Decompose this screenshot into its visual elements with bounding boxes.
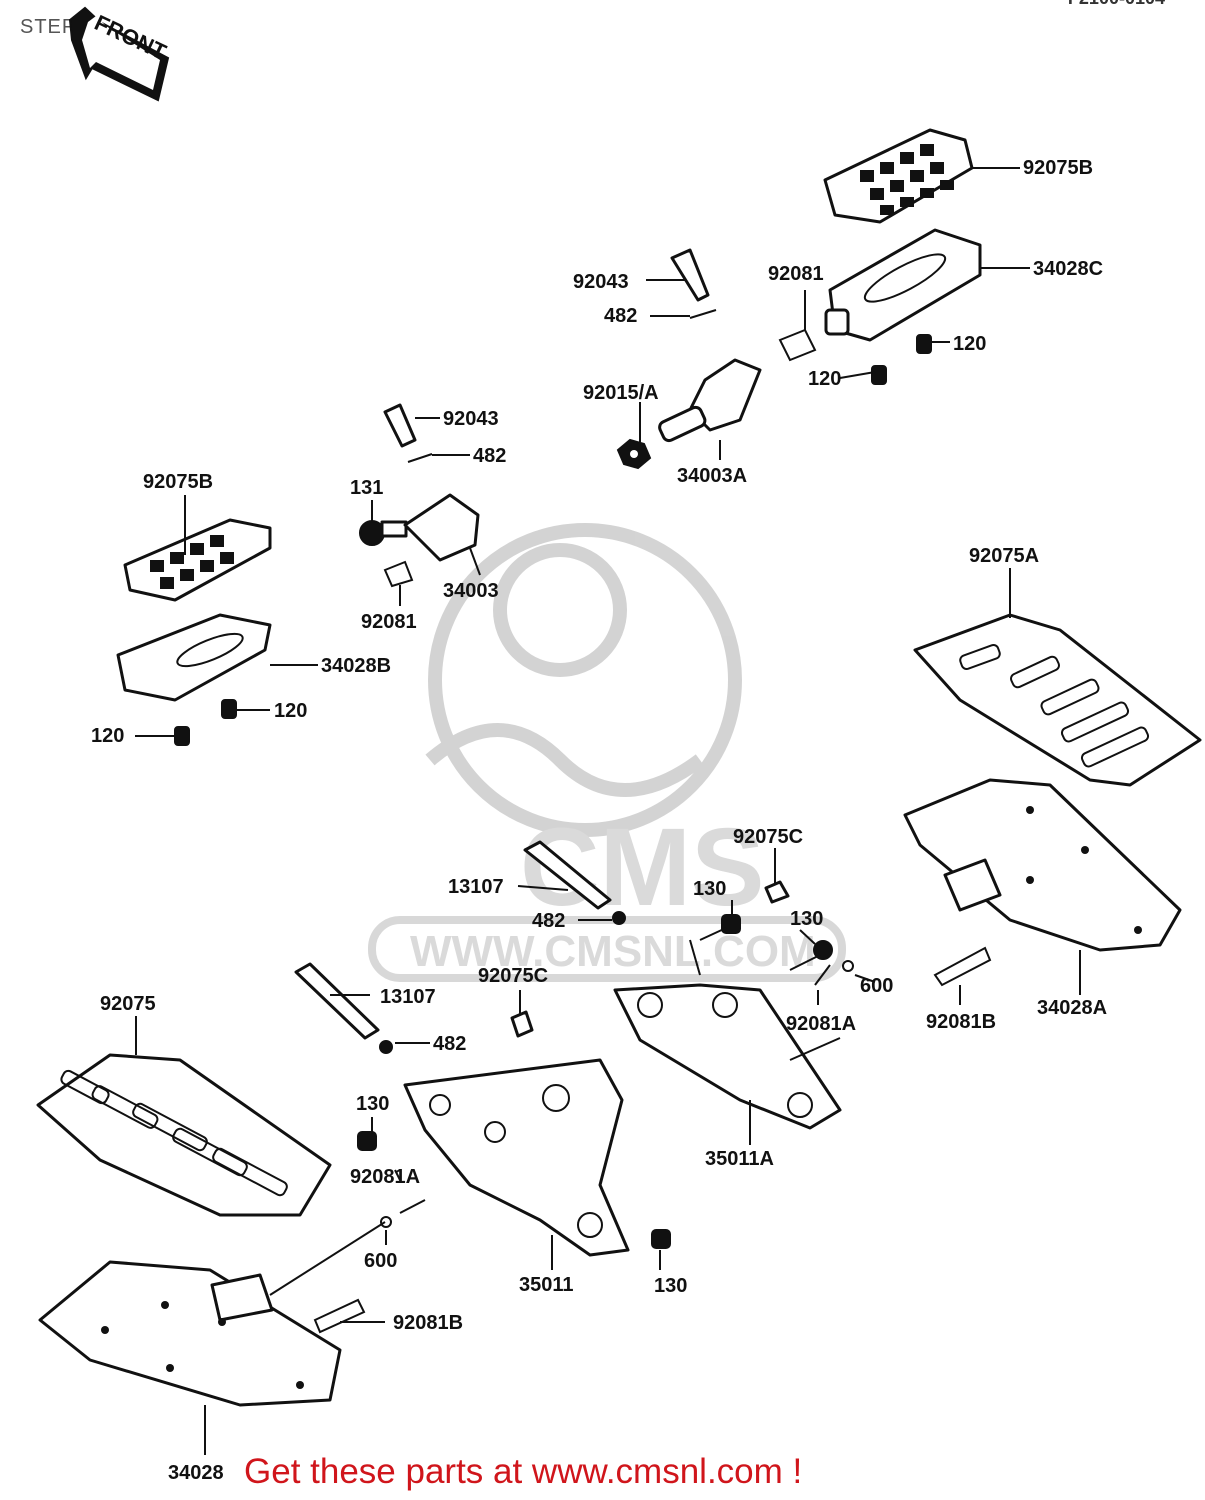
label-482-right: 482 bbox=[532, 910, 565, 932]
label-34028C: 34028C bbox=[1033, 258, 1103, 280]
label-120-r2: 120 bbox=[808, 368, 841, 390]
label-482-mid: 482 bbox=[473, 445, 506, 467]
spring-92081B-right bbox=[933, 946, 992, 987]
washer-600-right bbox=[842, 960, 854, 972]
cap-92075C-right bbox=[764, 880, 790, 904]
bolt-120-top-a bbox=[916, 334, 932, 354]
washer-600-left bbox=[380, 1216, 392, 1228]
label-92081B-left: 92081B bbox=[393, 1312, 463, 1334]
label-34028: 34028 bbox=[168, 1462, 224, 1484]
bolt-120-left-b bbox=[174, 726, 190, 746]
label-34028A: 34028A bbox=[1037, 997, 1107, 1019]
label-92075C-left: 92075C bbox=[478, 965, 548, 987]
leader-lines bbox=[135, 167, 1081, 1455]
spring-92081-left bbox=[383, 560, 414, 588]
bracket-35011 bbox=[403, 1058, 630, 1257]
pin-92043-top bbox=[670, 248, 710, 302]
footer-promo-text: Get these parts at www.cmsnl.com ! bbox=[244, 1452, 803, 1491]
nut-92015A bbox=[616, 438, 652, 470]
label-130-r2: 130 bbox=[790, 908, 823, 930]
pin-13107-left bbox=[294, 962, 380, 1040]
watermark: CMS WWW.CMSNL.COM bbox=[368, 523, 846, 982]
label-120-r1: 120 bbox=[953, 333, 986, 355]
pin-92043-mid bbox=[383, 403, 417, 448]
label-482-top: 482 bbox=[604, 305, 637, 327]
cap-92075C-left bbox=[510, 1010, 534, 1038]
bolt-130-r2 bbox=[789, 940, 833, 971]
pin-13107-right bbox=[523, 840, 612, 910]
spring-92081A-right bbox=[814, 964, 831, 986]
label-92075B-left: 92075B bbox=[143, 471, 213, 493]
label-92075B-top: 92075B bbox=[1023, 157, 1093, 179]
label-34003: 34003 bbox=[443, 580, 499, 602]
cotter-482-top bbox=[689, 309, 717, 319]
label-13107-left: 13107 bbox=[380, 986, 436, 1008]
bolt-130-l1 bbox=[357, 1131, 377, 1151]
floorboard-rubber-92075 bbox=[36, 1053, 332, 1217]
page-title: STEP bbox=[20, 16, 77, 38]
label-92015A: 92015/A bbox=[583, 382, 659, 404]
footpeg-rubber-92075B-left bbox=[123, 518, 272, 602]
label-35011: 35011 bbox=[519, 1274, 574, 1296]
floorboard-rubber-92075A bbox=[913, 613, 1202, 787]
bolt-120-left-a bbox=[221, 699, 237, 719]
cotter-482-right bbox=[612, 911, 626, 925]
label-92043-top: 92043 bbox=[573, 271, 629, 293]
watermark-url: WWW.CMSNL.COM bbox=[410, 927, 816, 976]
bolt-131 bbox=[359, 520, 408, 546]
label-92081-top: 92081 bbox=[768, 263, 824, 285]
label-130-r1: 130 bbox=[693, 878, 726, 900]
label-92075C-right: 92075C bbox=[733, 826, 803, 848]
bracket-34003 bbox=[403, 493, 480, 562]
bolt-120-top-b bbox=[871, 365, 887, 385]
label-34003A: 34003A bbox=[677, 465, 747, 487]
spring-92081A-left bbox=[399, 1199, 426, 1214]
footpeg-bracket-34028B bbox=[116, 613, 272, 702]
front-arrow-icon: FRONT bbox=[68, 6, 170, 102]
label-13107-right: 13107 bbox=[448, 876, 504, 898]
label-482-left: 482 bbox=[433, 1033, 466, 1055]
label-92075A: 92075A bbox=[969, 545, 1039, 567]
floorboard-34028 bbox=[38, 1260, 342, 1407]
spring-92081B-left bbox=[313, 1298, 366, 1334]
label-92075: 92075 bbox=[100, 993, 156, 1015]
spring-92081-top bbox=[778, 328, 817, 362]
diagram-ref-code: F2100-0104 bbox=[1068, 0, 1165, 9]
label-130-l2: 130 bbox=[654, 1275, 687, 1297]
label-34028B: 34028B bbox=[321, 655, 391, 677]
cotter-482-left bbox=[379, 1040, 393, 1054]
label-92043-mid: 92043 bbox=[443, 408, 499, 430]
label-92081-left: 92081 bbox=[361, 611, 417, 633]
label-600-left: 600 bbox=[364, 1250, 397, 1272]
bracket-34003A bbox=[658, 358, 762, 443]
label-131: 131 bbox=[350, 477, 383, 499]
label-92081A-left: 92081A bbox=[350, 1166, 420, 1188]
label-120-l1: 120 bbox=[274, 700, 307, 722]
label-600-right: 600 bbox=[860, 975, 893, 997]
label-130-l1: 130 bbox=[356, 1093, 389, 1115]
bracket-35011A bbox=[613, 983, 842, 1130]
bolt-130-l2 bbox=[651, 1229, 671, 1249]
cotter-482-mid bbox=[407, 453, 433, 463]
floorboard-34028A bbox=[903, 778, 1182, 952]
label-120-l2: 120 bbox=[91, 725, 124, 747]
part-labels: 92075B 34028C 92043 482 92081 120 120 92… bbox=[91, 157, 1107, 1484]
label-92081B-right: 92081B bbox=[926, 1011, 996, 1033]
footpeg-bracket-34028C bbox=[824, 228, 982, 342]
footpeg-rubber-92075B-top bbox=[823, 128, 974, 224]
label-35011A: 35011A bbox=[705, 1148, 774, 1170]
label-92081A-right: 92081A bbox=[786, 1013, 856, 1035]
